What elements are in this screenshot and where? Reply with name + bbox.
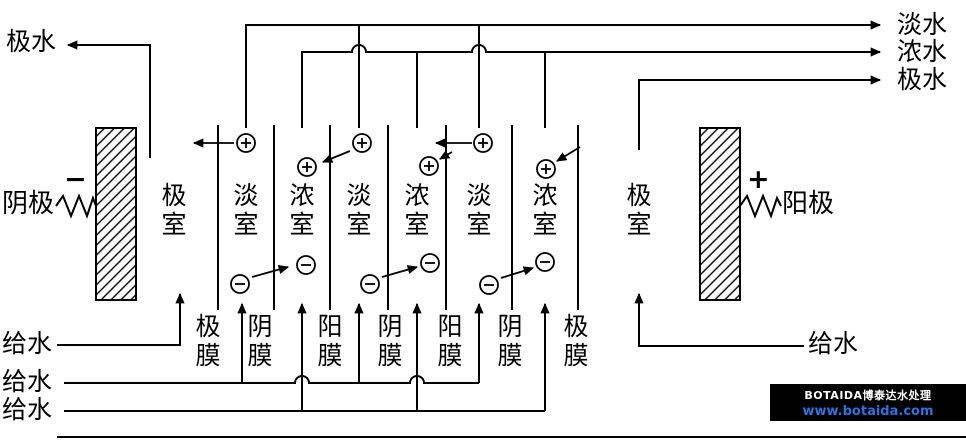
minus-sign: − [64,164,87,195]
polar-water-outlet-right-label: 极水 [897,65,948,94]
anion-icon [230,274,250,294]
cation-icon [352,133,372,153]
chamber-label-electrode-right: 极室 [623,182,652,240]
feed-label-left-1: 给水 [2,329,53,358]
chamber-label-dilute-1: 淡室 [230,182,259,240]
concentrate-outlet-pipe [301,44,882,128]
chamber-label-electrode-left: 极室 [158,182,187,240]
polar-water-outlet-right-pipe [638,75,882,150]
feed-pipe-electrode-right [634,292,804,347]
watermark-brand: BOTAIDA博泰达水处理 [804,388,932,402]
cation-arrow-5 [556,146,581,162]
membrane-label-anion-2: 阴膜 [374,313,403,371]
membrane-label-polar-right: 极膜 [560,313,589,371]
chamber-label-concentrate-2: 浓室 [401,182,430,240]
membrane-label-anion-1: 阴膜 [244,313,273,371]
polar-water-outlet-left-label: 极水 [6,27,57,56]
cation-icon [297,157,317,177]
cathode-lead-squiggle [55,193,97,219]
cation-icon [536,159,556,179]
anion-arrow-3 [500,266,535,279]
cation-arrow-4 [439,150,453,160]
chamber-label-concentrate-1: 浓室 [286,182,315,240]
feed-label-left-2: 给水 [2,367,53,396]
fresh-water-outlet-label: 淡水 [897,10,948,39]
fresh-water-outlet-pipe [245,20,882,128]
anion-icon [296,255,316,275]
membrane-label-cation-1: 阳膜 [314,313,343,371]
anode-electrode [699,127,741,301]
watermark: BOTAIDA博泰达水处理 www.botaida.com [770,384,966,421]
chamber-label-dilute-2: 淡室 [343,182,372,240]
cation-arrow-2 [321,150,351,163]
anion-arrow-2 [381,265,419,278]
membrane-label-polar-left: 极膜 [192,313,221,371]
concentrate-outlet-label: 浓水 [897,37,948,66]
cation-icon [473,133,493,153]
membrane-label-anion-3: 阴膜 [494,313,523,371]
polar-water-outlet-left-pipe [66,40,151,158]
cathode-label: 阴极 [2,189,55,219]
anode-lead-squiggle [739,193,782,219]
membrane-label-cation-2: 阳膜 [434,313,463,371]
chamber-label-concentrate-3: 浓室 [529,182,558,240]
membrane-lines [217,125,579,310]
anion-icon [479,275,499,295]
feed-label-left-3: 给水 [2,395,53,424]
cathode-electrode [95,127,137,301]
feed-label-right: 给水 [808,329,859,358]
cation-icon [236,133,256,153]
cation-icon [419,156,439,176]
anode-label: 阳极 [782,189,835,219]
anion-icon [360,274,380,294]
anion-icon [420,253,440,273]
watermark-url: www.botaida.com [802,403,934,419]
anion-icon [535,252,555,272]
anion-arrow-1 [251,265,290,278]
feed-pipe-electrode-left [57,292,185,346]
chamber-label-dilute-3: 淡室 [463,182,492,240]
plus-sign: + [747,164,770,195]
